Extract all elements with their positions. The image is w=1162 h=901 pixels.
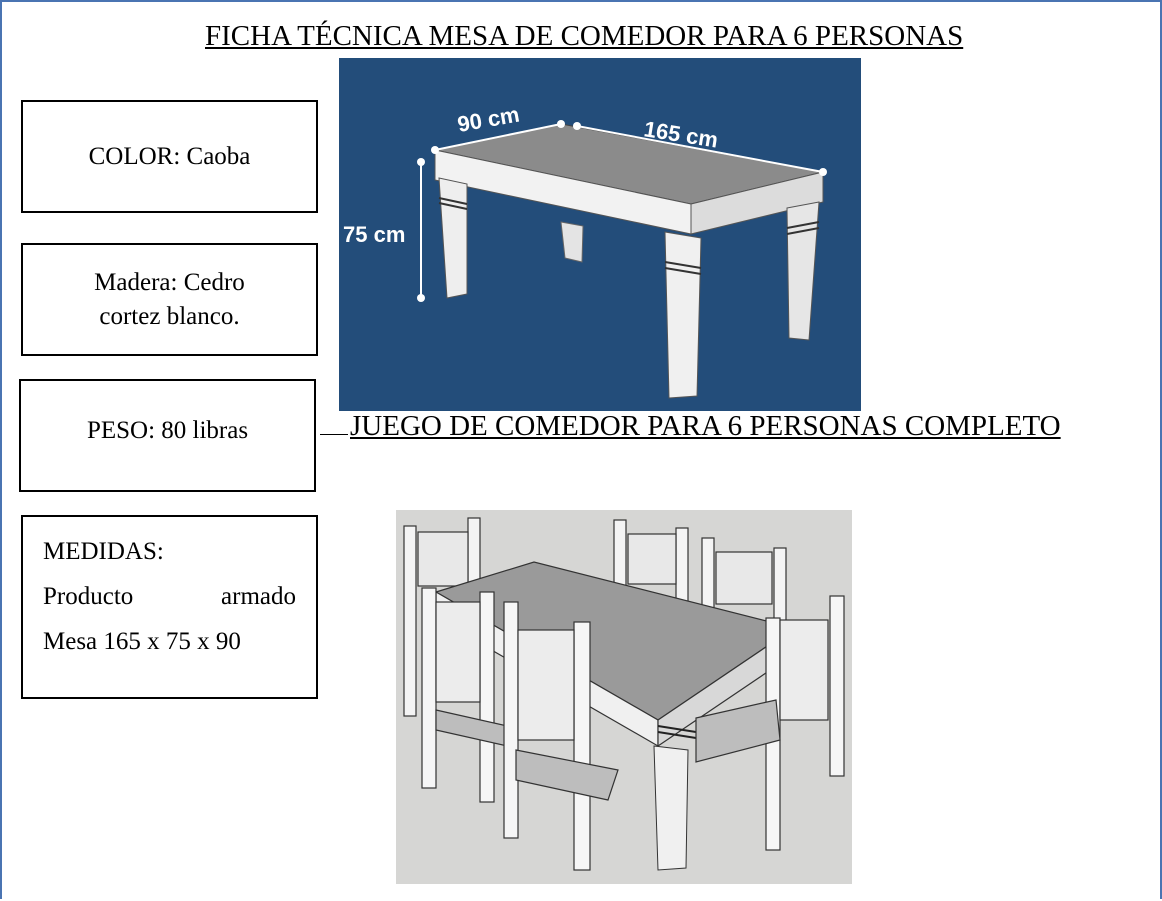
weight-spec-text: PESO: 80 libras — [86, 417, 249, 444]
dining-set-image — [396, 510, 852, 884]
measures-heading: MEDIDAS: — [43, 538, 164, 565]
page-title: FICHA TÉCNICA MESA DE COMEDOR PARA 6 PER… — [205, 20, 964, 52]
color-spec-text: COLOR: Caoba — [88, 142, 251, 170]
color-spec-box: COLOR: Caoba — [21, 100, 318, 213]
measures-word-assembled: armado — [221, 583, 296, 610]
wood-spec-line1: Madera: Cedro — [94, 268, 245, 296]
measures-spec-box: MEDIDAS: Producto armado Mesa 165 x 75 x… — [21, 515, 318, 699]
wood-spec-box: Madera: Cedro cortez blanco. — [21, 243, 318, 356]
height-dimension-label: 75 cm — [343, 222, 405, 247]
measures-assembled-row: Producto armado — [43, 574, 296, 619]
section-subtitle: JUEGO DE COMEDOR PARA 6 PERSONAS COMPLET… — [320, 410, 1061, 443]
subtitle-lead-line — [320, 433, 348, 435]
table-dimensions-image: 90 cm 165 cm 75 cm — [339, 58, 861, 411]
weight-spec-box: PESO: 80 libras — [19, 379, 316, 492]
section-subtitle-text: JUEGO DE COMEDOR PARA 6 PERSONAS COMPLET… — [350, 410, 1061, 442]
measures-table-size: Mesa 165 x 75 x 90 — [43, 628, 241, 655]
measures-word-product: Producto — [43, 583, 134, 610]
width-dimension-label: 90 cm — [456, 101, 522, 136]
wood-spec-line2: cortez blanco. — [99, 302, 240, 330]
